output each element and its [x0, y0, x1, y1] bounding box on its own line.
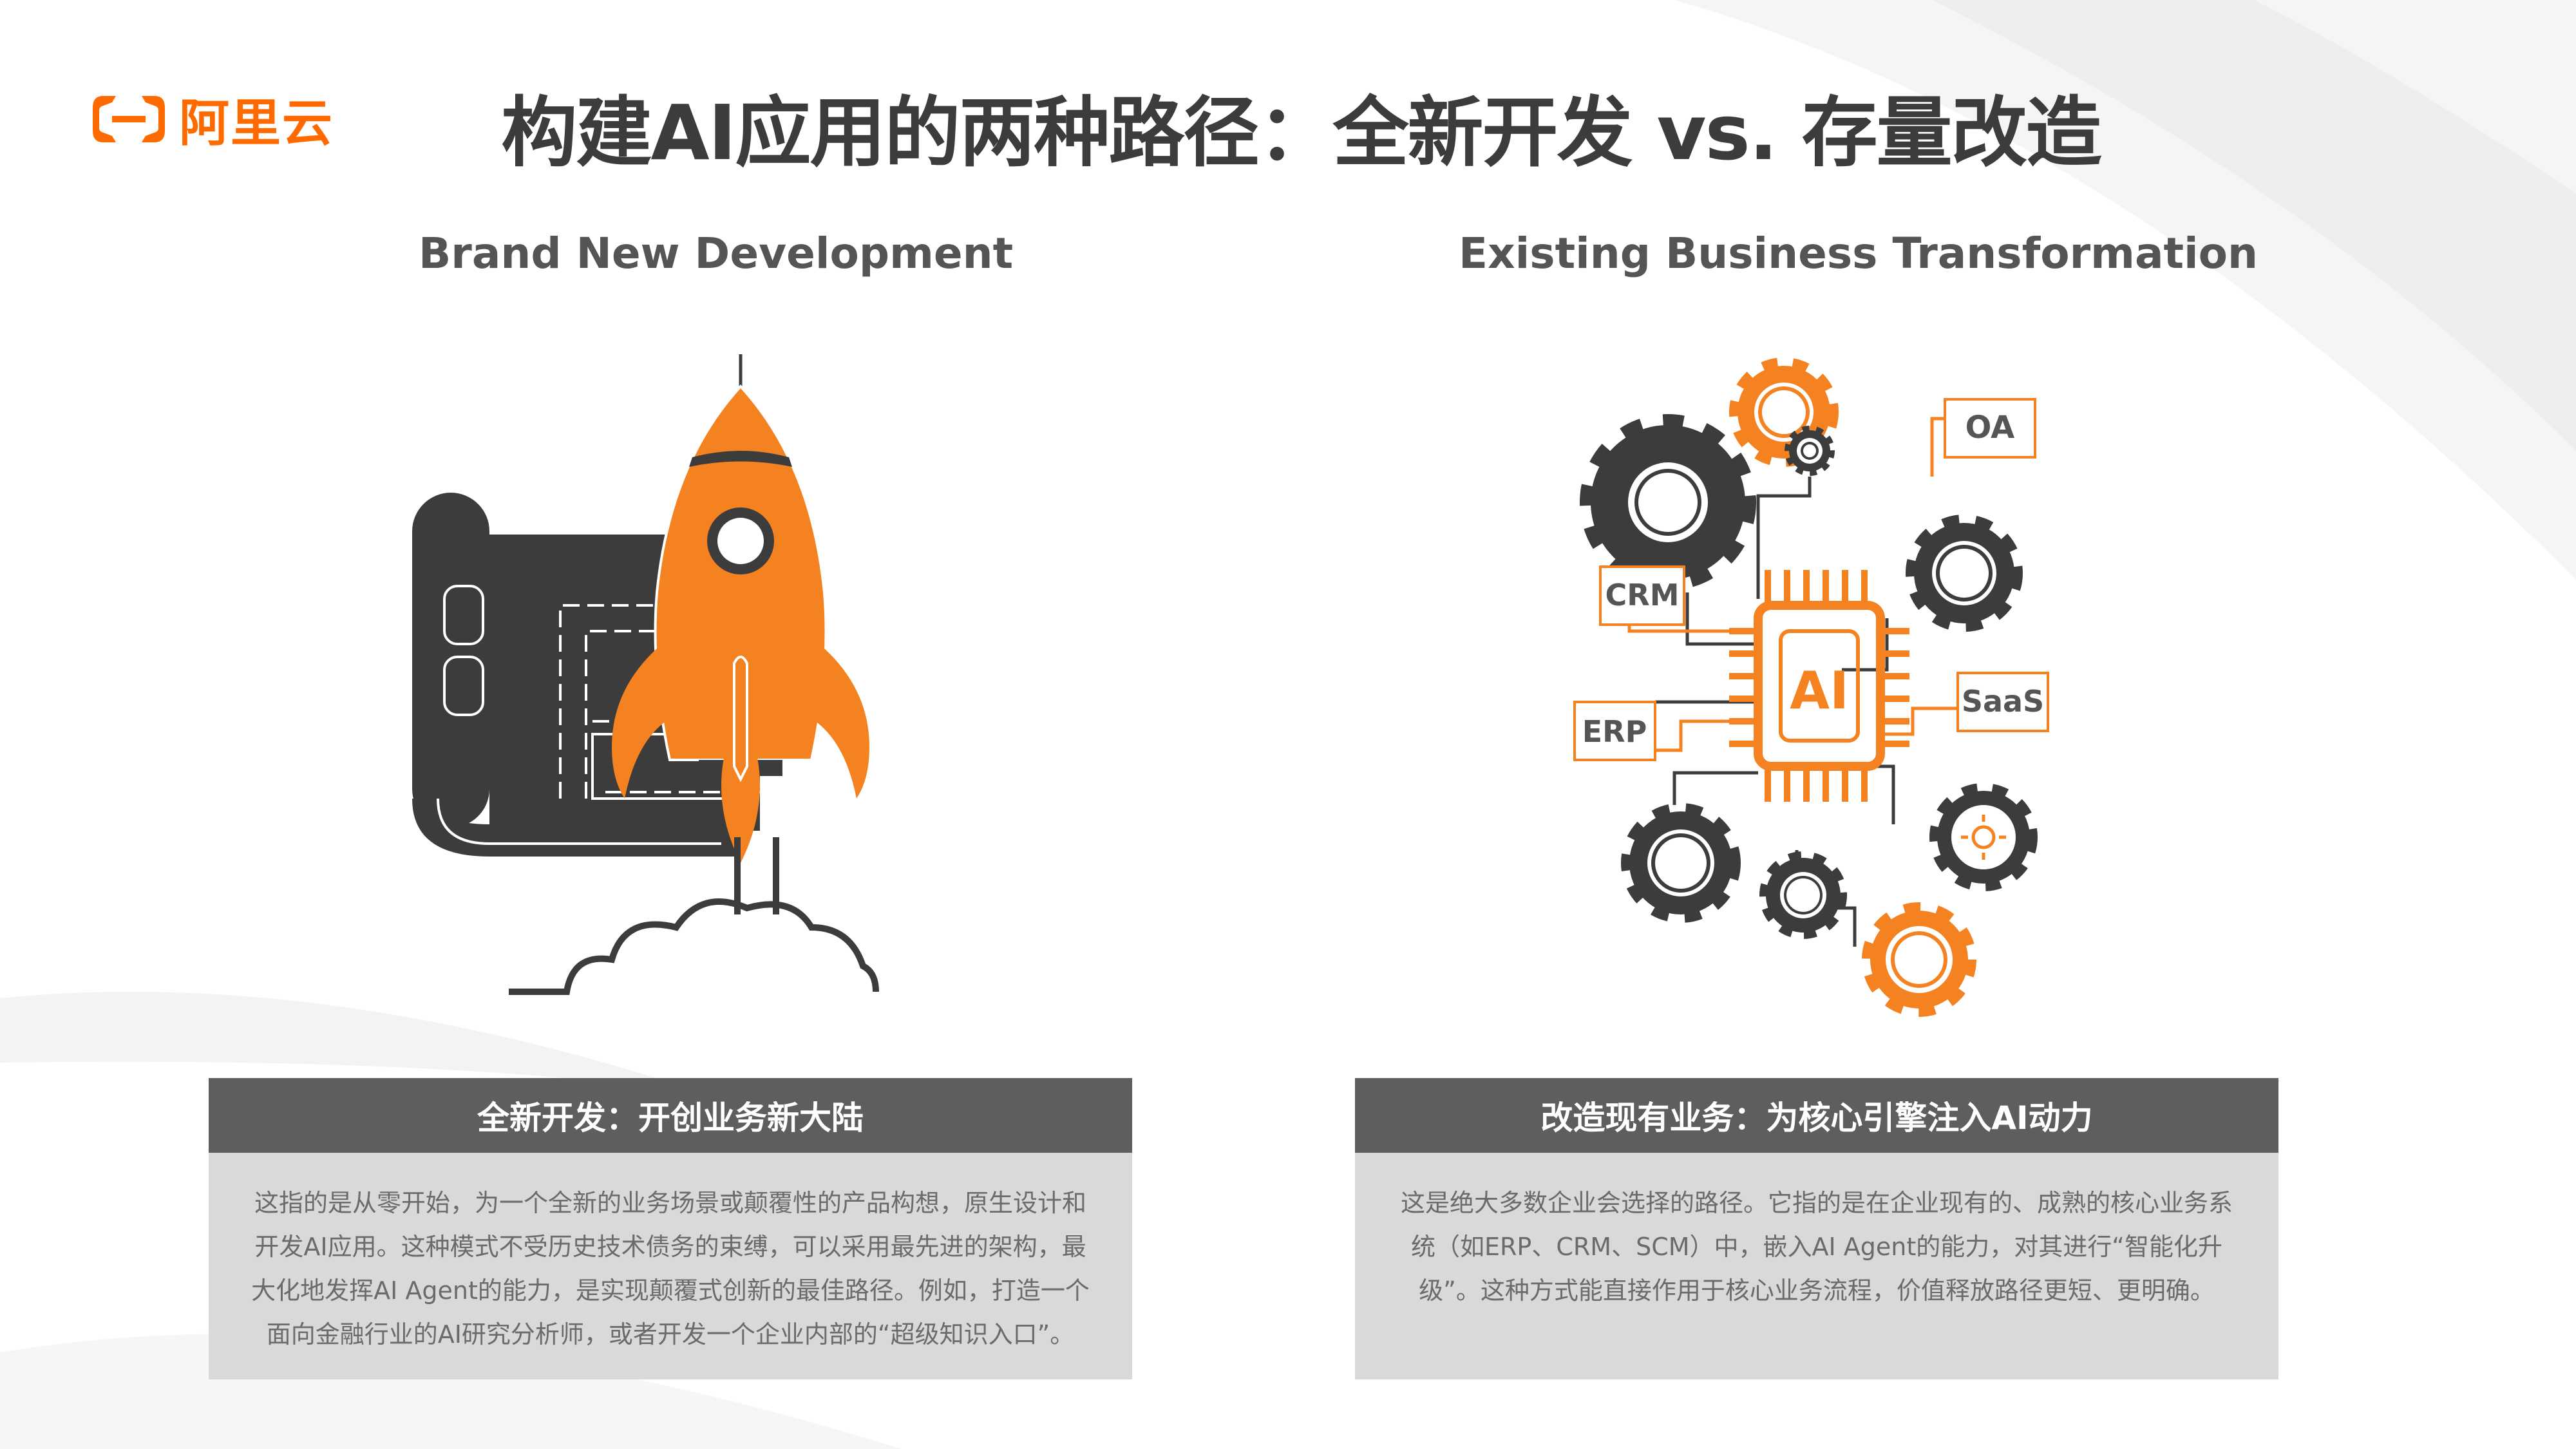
label-saas: SaaS — [1962, 684, 2044, 719]
brand-new-card: 全新开发：开创业务新大陆 这指的是从零开始，为一个全新的业务场景或颠覆性的产品构… — [209, 1078, 1132, 1379]
gear-icons — [1580, 357, 2038, 1017]
system-labels: OA CRM SaaS ERP — [1573, 398, 2049, 761]
right-subtitle: Existing Business Transformation — [1459, 229, 2258, 278]
card-body: 这指的是从零开始，为一个全新的业务场景或颠覆性的产品构想，原生设计和开发AI应用… — [251, 1189, 1090, 1349]
gear-large-dark — [1580, 414, 1756, 591]
card-body: 这是绝大多数企业会选择的路径。它指的是在企业现有的、成熟的核心业务系统（如ERP… — [1400, 1189, 2233, 1305]
gear-bottom-mid-dark — [1759, 851, 1847, 939]
rocket-blueprint-illustration — [412, 354, 879, 995]
aliyun-logo: 阿里云 — [90, 90, 334, 153]
ai-gears-illustration: AI OA CRM SaaS ERP — [1573, 357, 2049, 1017]
card-header: 改造现有业务：为核心引擎注入AI动力 — [1355, 1078, 2278, 1153]
logo-text: 阿里云 — [179, 95, 334, 153]
rocket-icon — [509, 354, 879, 995]
label-crm: CRM — [1605, 578, 1680, 612]
label-oa: OA — [1965, 410, 2015, 446]
card-header: 全新开发：开创业务新大陆 — [209, 1078, 1132, 1153]
ai-chip-icon: AI — [1729, 570, 1909, 802]
gear-orange-bottom — [1862, 902, 1976, 1017]
page-title: 构建AI应用的两种路径：全新开发 vs. 存量改造 — [501, 88, 2101, 177]
gear-bottom-left-dark — [1621, 803, 1741, 923]
svg-text:AI: AI — [1790, 661, 1849, 721]
left-subtitle: Brand New Development — [419, 229, 1014, 278]
aliyun-bracket-icon — [93, 96, 165, 142]
gear-right-dark — [1906, 515, 2023, 632]
label-erp: ERP — [1582, 714, 1647, 749]
gear-sun-dark — [1929, 783, 2038, 891]
gear-small-dark — [1785, 426, 1835, 476]
transformation-card: 改造现有业务：为核心引擎注入AI动力 这是绝大多数企业会选择的路径。它指的是在企… — [1355, 1078, 2278, 1379]
